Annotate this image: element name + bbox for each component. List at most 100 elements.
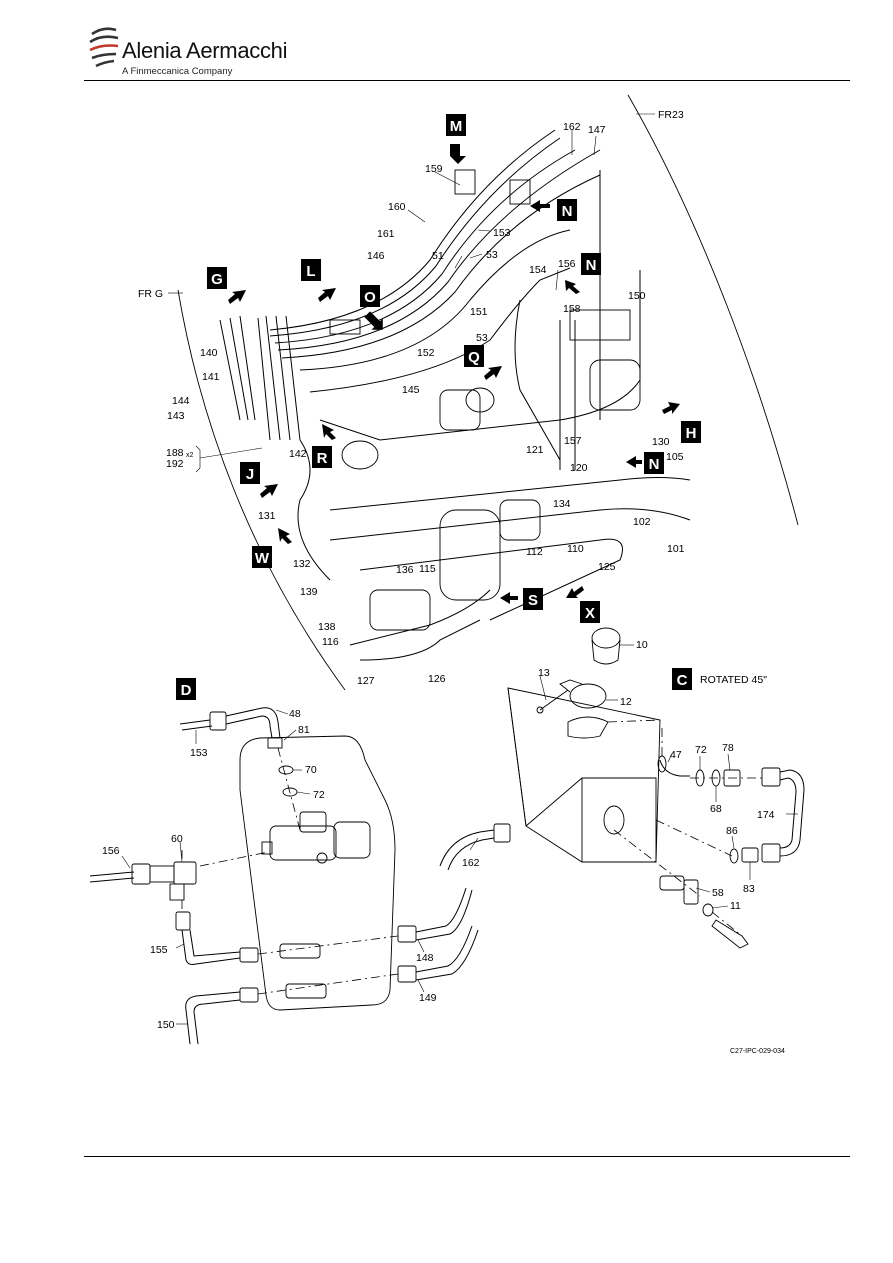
svg-text:161: 161 xyxy=(377,228,395,240)
svg-text:83: 83 xyxy=(743,883,755,895)
svg-text:D: D xyxy=(181,682,192,699)
svg-text:156: 156 xyxy=(102,845,120,857)
upper-leader-lines xyxy=(407,130,597,291)
svg-text:151: 151 xyxy=(470,306,488,318)
view-marker-Q: Q xyxy=(464,345,502,380)
svg-text:153: 153 xyxy=(190,747,208,759)
view-marker-G: G xyxy=(207,267,246,304)
svg-text:X: X xyxy=(585,605,595,622)
svg-text:162: 162 xyxy=(563,121,581,133)
svg-text:159: 159 xyxy=(425,163,443,175)
svg-text:154: 154 xyxy=(529,264,547,276)
svg-text:130: 130 xyxy=(652,436,670,448)
view-marker-N-1: N xyxy=(530,199,577,221)
svg-text:x2: x2 xyxy=(186,452,194,459)
svg-text:N: N xyxy=(562,203,573,220)
svg-text:121: 121 xyxy=(526,444,544,456)
svg-text:58: 58 xyxy=(712,887,724,899)
svg-text:134: 134 xyxy=(553,498,571,510)
svg-text:13: 13 xyxy=(538,667,550,679)
svg-text:146: 146 xyxy=(367,250,385,262)
svg-text:126: 126 xyxy=(428,673,446,685)
svg-text:48: 48 xyxy=(289,708,301,720)
svg-text:C: C xyxy=(677,672,688,689)
svg-text:J: J xyxy=(246,466,254,483)
figure-code: C27-IPC-029-034 xyxy=(730,1048,785,1055)
svg-text:N: N xyxy=(586,257,597,274)
bracket-188-192 xyxy=(195,445,201,473)
svg-text:60: 60 xyxy=(171,833,183,845)
svg-text:174: 174 xyxy=(757,809,775,821)
svg-text:101: 101 xyxy=(667,543,685,555)
svg-text:L: L xyxy=(306,263,315,280)
rotated-note: ROTATED 45" xyxy=(700,674,767,686)
view-marker-L: L xyxy=(301,259,336,302)
svg-text:160: 160 xyxy=(388,201,406,213)
detail-C: C ROTATED 45" 10 13 12 xyxy=(439,627,805,949)
svg-text:105: 105 xyxy=(666,451,684,463)
svg-text:157: 157 xyxy=(564,435,582,447)
svg-text:W: W xyxy=(255,550,270,567)
frame-fr23-line xyxy=(627,94,799,526)
svg-text:156: 156 xyxy=(558,258,576,270)
view-marker-N-3: N xyxy=(626,452,664,474)
svg-text:115: 115 xyxy=(419,563,436,575)
svg-text:125: 125 xyxy=(598,561,616,573)
svg-text:138: 138 xyxy=(318,621,336,633)
svg-text:72: 72 xyxy=(313,789,325,801)
view-marker-O: O xyxy=(360,285,383,330)
svg-text:M: M xyxy=(450,118,463,135)
svg-text:144: 144 xyxy=(172,395,190,407)
svg-text:47: 47 xyxy=(670,749,682,761)
svg-text:162: 162 xyxy=(462,857,480,869)
company-subtitle: A Finmeccanica Company xyxy=(122,66,233,77)
svg-text:110: 110 xyxy=(567,543,584,555)
frame-frg-line xyxy=(177,289,346,691)
svg-text:139: 139 xyxy=(300,586,318,598)
svg-text:81: 81 xyxy=(298,724,310,736)
svg-text:158: 158 xyxy=(563,303,581,315)
view-marker-M: M xyxy=(446,114,466,164)
view-marker-H: H xyxy=(662,402,701,443)
upper-tube-bundle xyxy=(219,129,691,661)
svg-text:143: 143 xyxy=(167,410,185,422)
svg-text:O: O xyxy=(364,289,376,306)
svg-text:150: 150 xyxy=(157,1019,175,1031)
svg-text:188: 188 xyxy=(166,447,184,459)
svg-text:Q: Q xyxy=(468,349,480,366)
company-logo: Alenia Aermacchi A Finmeccanica Company xyxy=(88,24,308,80)
svg-text:R: R xyxy=(317,450,328,467)
svg-text:140: 140 xyxy=(200,347,218,359)
svg-text:145: 145 xyxy=(402,384,420,396)
svg-text:10: 10 xyxy=(636,639,648,651)
svg-text:149: 149 xyxy=(419,992,437,1004)
svg-text:131: 131 xyxy=(258,510,276,522)
svg-text:102: 102 xyxy=(633,516,651,528)
svg-text:12: 12 xyxy=(620,696,632,708)
svg-text:152: 152 xyxy=(417,347,435,359)
svg-text:53: 53 xyxy=(486,249,498,261)
view-marker-S: S xyxy=(500,588,543,610)
svg-text:155: 155 xyxy=(150,944,168,956)
footer-rule xyxy=(84,1156,850,1157)
svg-text:148: 148 xyxy=(416,952,434,964)
svg-text:132: 132 xyxy=(293,558,311,570)
svg-text:147: 147 xyxy=(588,124,606,136)
svg-text:S: S xyxy=(528,592,538,609)
svg-text:11: 11 xyxy=(730,900,741,912)
view-marker-R: R xyxy=(312,424,336,468)
svg-text:53: 53 xyxy=(476,332,488,344)
svg-text:72: 72 xyxy=(695,744,707,756)
svg-text:192: 192 xyxy=(166,458,184,470)
frame-frg-label: FR G xyxy=(138,288,163,300)
svg-text:136: 136 xyxy=(396,564,414,576)
svg-text:G: G xyxy=(211,271,223,288)
svg-text:112: 112 xyxy=(526,546,543,558)
svg-text:N: N xyxy=(649,456,660,473)
view-marker-N-2: N xyxy=(565,253,601,294)
svg-text:51: 51 xyxy=(432,250,444,262)
svg-text:150: 150 xyxy=(628,290,646,302)
view-marker-X: X xyxy=(566,586,600,623)
